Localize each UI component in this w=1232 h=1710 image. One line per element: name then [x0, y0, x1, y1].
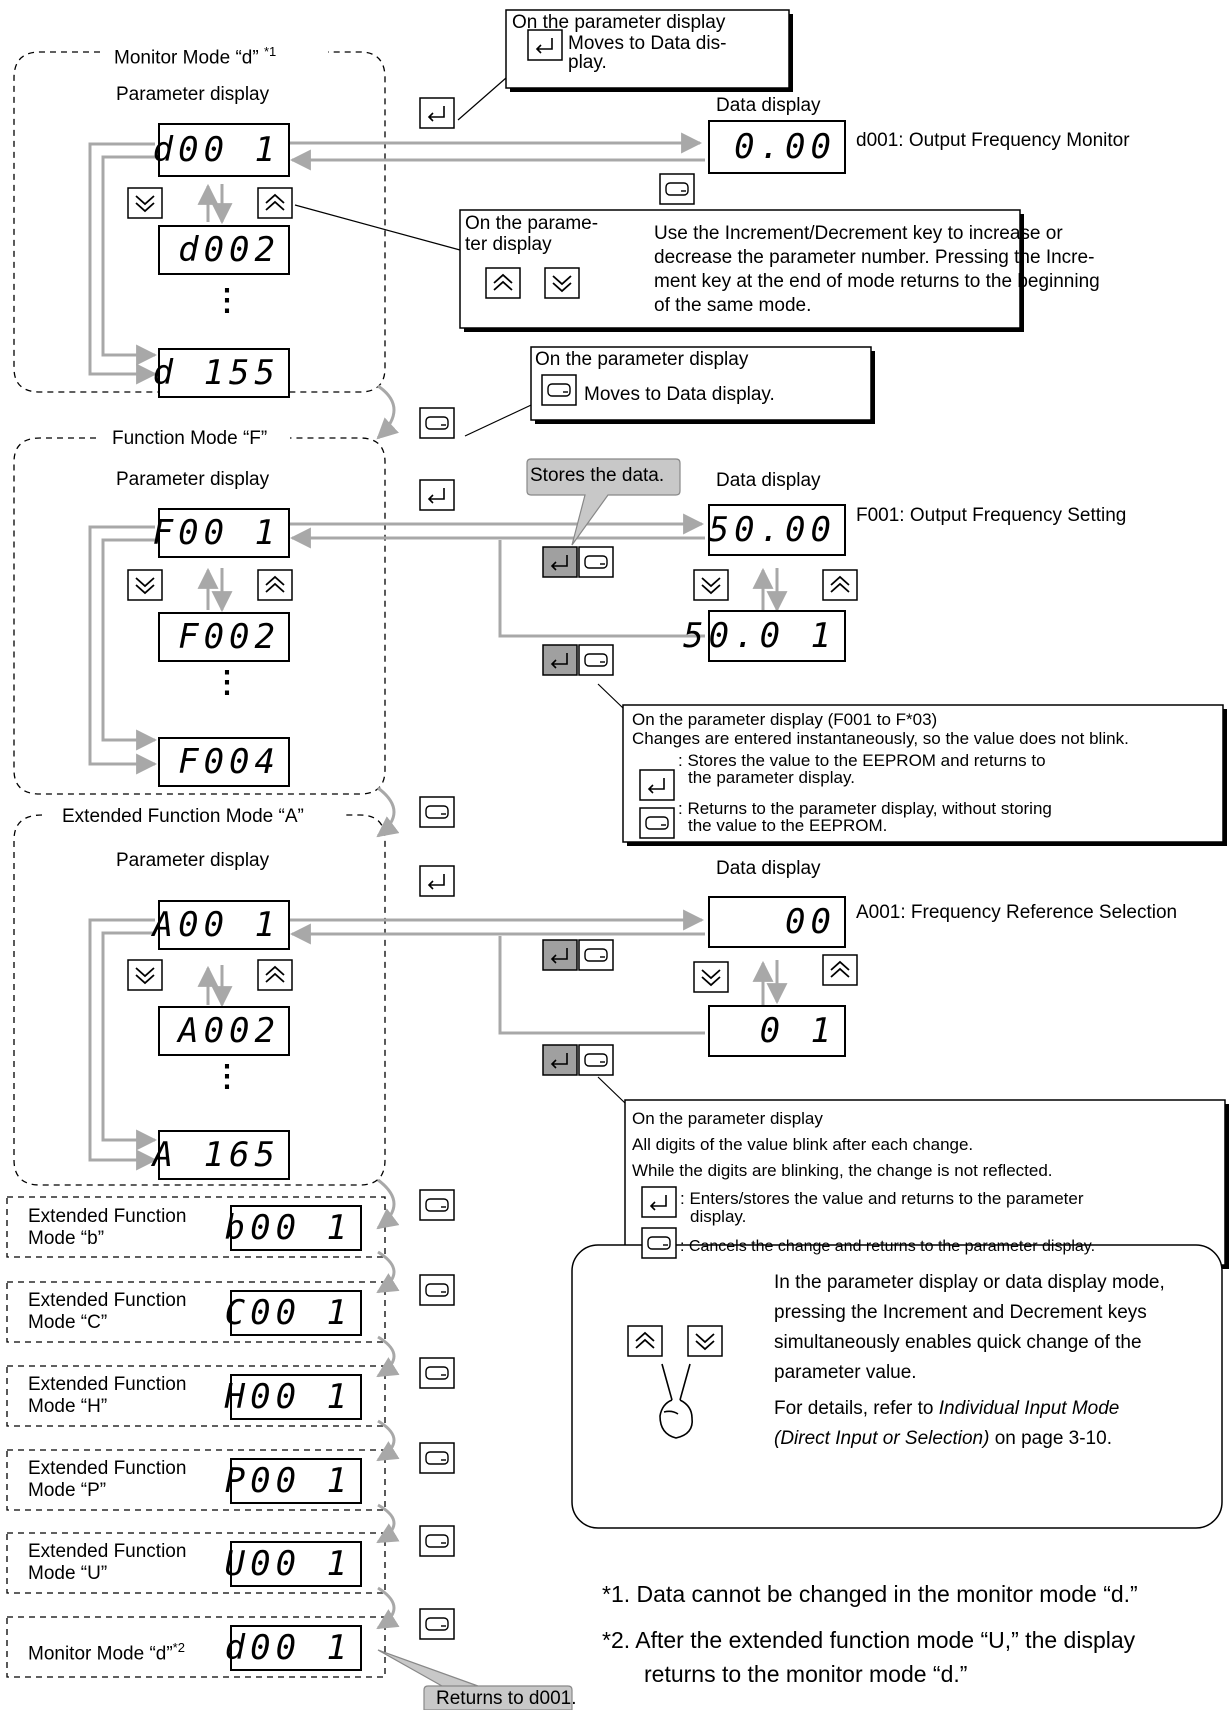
ellipsis: ⋮ [212, 290, 242, 312]
callout-4-text: : Returns to the parameter display, with… [678, 800, 1052, 834]
data-display-label: Data display [716, 95, 821, 117]
ellipsis: ⋮ [212, 1066, 242, 1088]
enter-key-icon [528, 30, 562, 60]
display-b001: b00 1 [230, 1205, 362, 1251]
display-a165: A 165 [158, 1130, 290, 1180]
display-d002: d002 [158, 225, 290, 275]
footnote-2: *2. After the extended function mode “U,… [602, 1624, 1135, 1656]
display-f001: F00 1 [158, 508, 290, 558]
display-f001-data: 50.00 [708, 504, 846, 556]
callout-3-text: Moves to Data display. [584, 384, 775, 406]
data-display-label: Data display [716, 858, 821, 880]
decrement-key-icon [688, 1326, 722, 1356]
stores-data-label: Stores the data. [530, 465, 664, 487]
mode-key-icon[interactable] [420, 1275, 454, 1305]
callout-4-text: On the parameter display (F001 to F*03)C… [632, 710, 1129, 748]
increment-key-icon[interactable] [823, 570, 857, 600]
display-d001: d00 1 [158, 123, 290, 177]
enter-key-icon [642, 1187, 676, 1217]
mode-key-icon[interactable] [579, 1045, 613, 1075]
display-d001-data: 0.00 [708, 120, 846, 174]
mode-key-icon[interactable] [660, 174, 694, 204]
increment-key-icon[interactable] [258, 960, 292, 990]
increment-key-icon[interactable] [823, 955, 857, 985]
decrement-key-icon[interactable] [694, 570, 728, 600]
mode-key-icon[interactable] [420, 797, 454, 827]
callout-5-text: : Cancels the change and returns to the … [680, 1236, 1095, 1258]
f001-description: F001: Output Frequency Setting [856, 505, 1126, 527]
mode-key-icon[interactable] [579, 940, 613, 970]
mode-key-icon[interactable] [420, 1609, 454, 1639]
enter-key-icon[interactable] [420, 98, 454, 128]
mode-key-icon[interactable] [420, 1190, 454, 1220]
callout-3-text: On the parameter display [535, 349, 748, 371]
mode-key-icon [542, 375, 576, 405]
mode-key-icon [640, 808, 674, 838]
decrement-key-icon[interactable] [128, 570, 162, 600]
enter-key-icon[interactable] [420, 480, 454, 510]
mode-key-icon[interactable] [579, 547, 613, 577]
callout-2-label: On the parame-ter display [465, 213, 598, 255]
ext-c-label: Extended FunctionMode “C” [28, 1290, 186, 1334]
callout-4-text: : Stores the value to the EEPROM and ret… [678, 752, 1046, 786]
parameter-display-label: Parameter display [116, 84, 269, 106]
mode-key-icon[interactable] [579, 645, 613, 675]
callout-5-text: : Enters/stores the value and returns to… [680, 1190, 1084, 1226]
increment-key-icon[interactable] [258, 570, 292, 600]
monitor-d2-label: Monitor Mode “d”*2 [28, 1637, 185, 1665]
mode-key-icon[interactable] [420, 1526, 454, 1556]
display-a002: A002 [158, 1006, 290, 1056]
parameter-display-label: Parameter display [116, 469, 269, 491]
decrement-key-icon[interactable] [128, 188, 162, 218]
enter-key-icon[interactable] [420, 866, 454, 896]
mode-key-icon[interactable] [420, 1358, 454, 1388]
display-a001-data: 00 [708, 896, 846, 948]
returns-d001-label: Returns to d001. [436, 1688, 576, 1710]
mode-key-icon[interactable] [420, 408, 454, 438]
display-d001-last: d00 1 [230, 1625, 362, 1671]
footnote-2: returns to the monitor mode “d.” [644, 1658, 967, 1690]
increment-key-icon [628, 1326, 662, 1356]
a001-description: A001: Frequency Reference Selection [856, 902, 1177, 924]
decrement-key-icon[interactable] [694, 962, 728, 992]
function-mode-title: Function Mode “F” [108, 428, 271, 450]
callout-1-text: On the parameter display [512, 12, 725, 34]
enter-key-icon [640, 770, 674, 800]
decrement-key-icon[interactable] [128, 960, 162, 990]
note-text: In the parameter display or data display… [774, 1268, 1165, 1454]
mode-key-icon[interactable] [420, 1443, 454, 1473]
d001-description: d001: Output Frequency Monitor [856, 130, 1130, 152]
enter-key-icon[interactable] [543, 1045, 577, 1075]
mode-key-icon [642, 1228, 676, 1258]
ellipsis: ⋮ [212, 672, 242, 694]
enter-key-icon[interactable] [543, 547, 577, 577]
display-f004: F004 [158, 737, 290, 787]
increment-key-icon [486, 268, 520, 298]
display-a001: A00 1 [158, 900, 290, 950]
display-f002: F002 [158, 612, 290, 662]
display-c001: C00 1 [230, 1290, 362, 1336]
callout-2-text: Use the Increment/Decrement key to incre… [654, 222, 1100, 318]
extended-a-title: Extended Function Mode “A” [58, 806, 308, 828]
monitor-mode-title: Monitor Mode “d” *1 [110, 42, 280, 69]
increment-key-icon[interactable] [258, 188, 292, 218]
display-p001: P00 1 [230, 1458, 362, 1504]
display-h001: H00 1 [230, 1374, 362, 1420]
parameter-display-label: Parameter display [116, 850, 269, 872]
enter-key-icon[interactable] [543, 940, 577, 970]
enter-key-icon[interactable] [543, 645, 577, 675]
display-a001-data-2: 0 1 [708, 1005, 846, 1057]
callout-1-text: Moves to Data dis-play. [568, 34, 726, 72]
display-u001: U00 1 [230, 1541, 362, 1587]
decrement-key-icon [545, 268, 579, 298]
footnote-1: *1. Data cannot be changed in the monito… [602, 1578, 1138, 1610]
data-display-label: Data display [716, 470, 821, 492]
display-d155: d 155 [158, 348, 290, 398]
display-f001-data-2: 50.0 1 [708, 610, 846, 662]
